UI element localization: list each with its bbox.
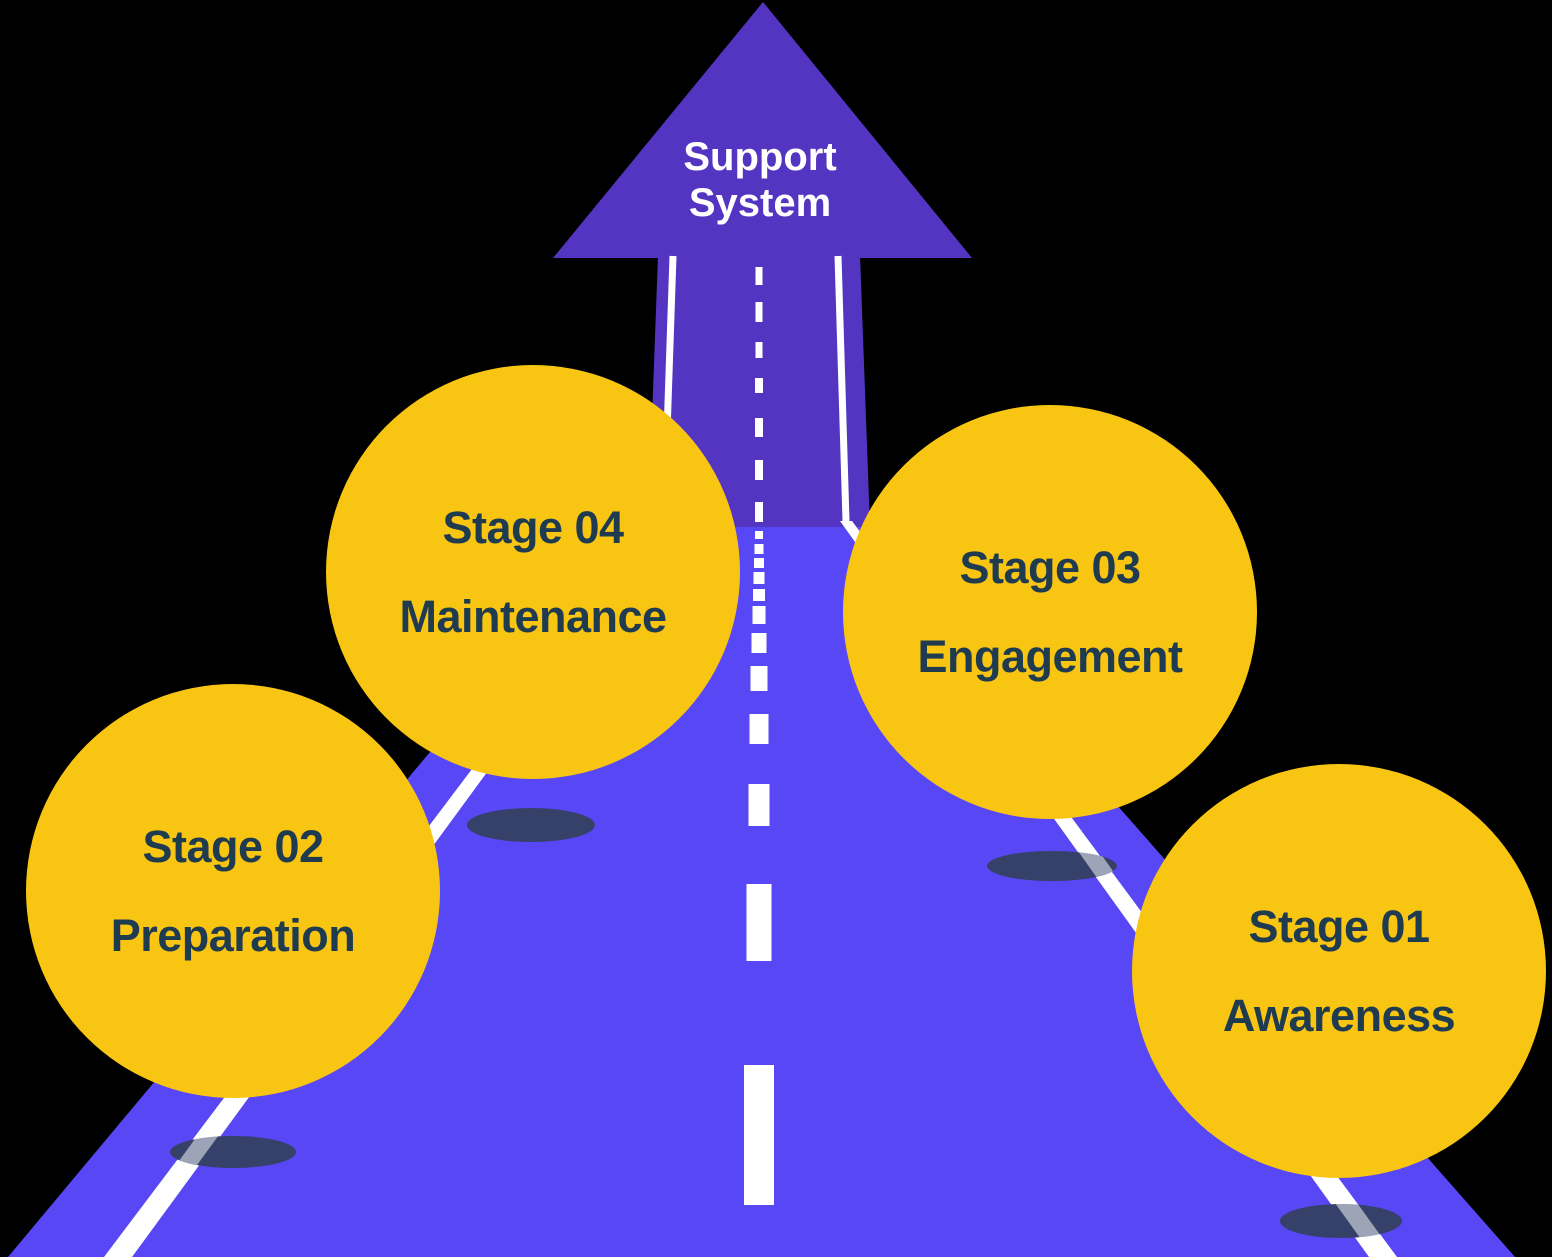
support-system-label-line1: Support [683, 135, 837, 179]
stage-03-name: Engagement [917, 631, 1183, 682]
stage-03-circle: Stage 03 Engagement [843, 405, 1257, 819]
support-system-label: Support System [683, 134, 836, 226]
shaft-edge-line-right [834, 255, 850, 522]
stage-04-number: Stage 04 [442, 502, 624, 553]
pothole-ellipse-upper-left [467, 808, 595, 842]
center-dashed-line [744, 267, 774, 1205]
stage-01-circle: Stage 01 Awareness [1132, 764, 1546, 1178]
stage-02-name: Preparation [110, 910, 356, 961]
stage-04-circle: Stage 04 Maintenance [326, 365, 740, 779]
stage-04-name: Maintenance [399, 591, 667, 642]
stage-01-number: Stage 01 [1248, 901, 1430, 952]
support-system-label-line2: System [688, 181, 832, 225]
stage-03-number: Stage 03 [959, 542, 1141, 593]
stage-02-number: Stage 02 [142, 821, 324, 872]
arrow-head [553, 2, 972, 258]
stage-01-name: Awareness [1222, 990, 1456, 1041]
stage-02-circle: Stage 02 Preparation [26, 684, 440, 1098]
